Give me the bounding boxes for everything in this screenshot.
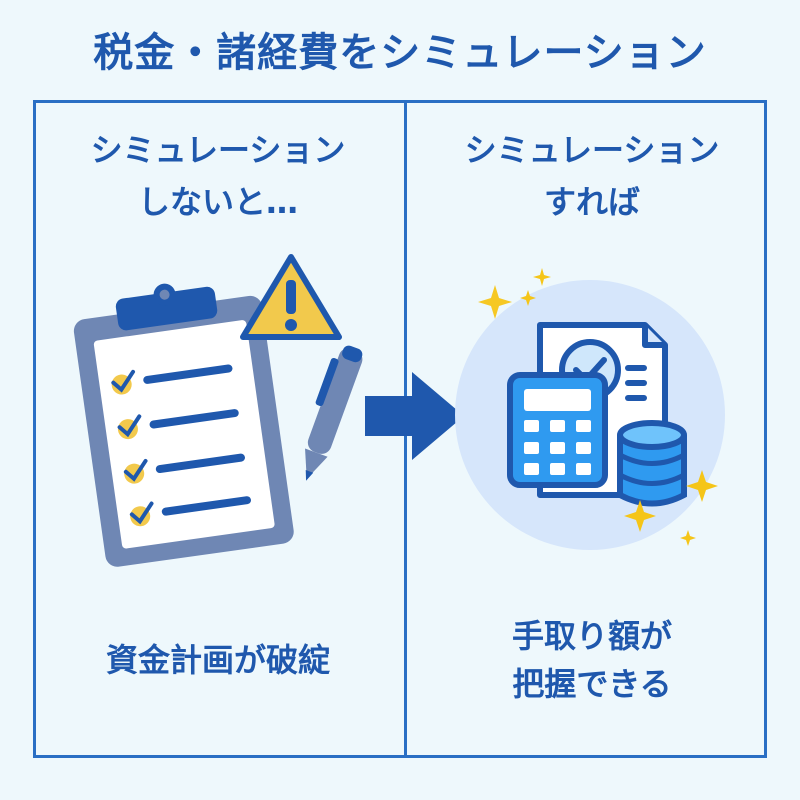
calculator-icon	[507, 372, 608, 488]
checklist-items	[111, 364, 251, 527]
comparison-frame	[33, 100, 767, 758]
right-caption-line2: 把握できる	[512, 665, 672, 703]
pen-icon	[305, 345, 363, 481]
arrow-right-icon	[365, 372, 464, 460]
right-heading-line2: すれば	[543, 183, 640, 221]
left-heading-line2: しないと…	[137, 183, 298, 221]
database-icon	[617, 420, 687, 507]
finance-illustration	[455, 268, 725, 550]
sparkle-icon	[478, 268, 718, 546]
right-heading-line1: シミュレーション	[464, 131, 720, 169]
left-caption: 資金計画が破綻	[33, 636, 403, 684]
clipboard-checklist-icon	[73, 283, 294, 567]
right-caption: 手取り額が 把握できる	[407, 612, 777, 708]
page-title: 税金・諸経費をシミュレーション	[93, 30, 707, 76]
right-caption-line1: 手取り額が	[511, 617, 672, 655]
left-heading: シミュレーション しないと…	[33, 124, 403, 228]
left-caption-text: 資金計画が破綻	[105, 641, 330, 679]
right-heading: シミュレーション すれば	[407, 124, 777, 228]
warning-icon	[240, 254, 342, 340]
left-heading-line1: シミュレーション	[90, 131, 346, 169]
